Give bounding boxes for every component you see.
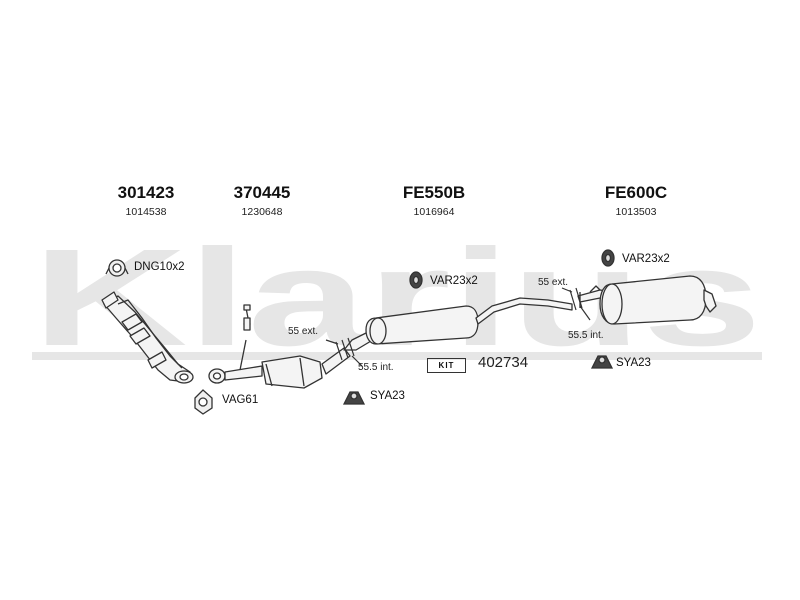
kit-badge: KIT (427, 358, 466, 373)
part-FE600C-drawing (577, 275, 717, 325)
fitting-sya-mid-label: SYA23 (370, 390, 405, 402)
fitting-dng-label: DNG10x2 (134, 261, 185, 273)
part-number-4: FE600C (604, 183, 668, 202)
front-joint-marks (335, 337, 355, 361)
front-joint-int-label: 55.5 int. (358, 362, 394, 373)
var-rear-rubber-icon (601, 249, 615, 267)
vag-gasket-icon (194, 389, 213, 415)
sya-mid-hanger-icon (342, 391, 366, 405)
rear-joint-ext-label: 55 ext. (538, 277, 569, 288)
dng-clamp-icon (105, 259, 129, 277)
part-370445-drawing (208, 304, 351, 389)
fitting-vag-label: VAG61 (222, 394, 259, 406)
front-joint-ext-label: 55 ext. (288, 326, 319, 337)
part-ref-3: 1016964 (413, 206, 455, 218)
part-ref-4: 1013503 (615, 206, 657, 218)
part-301423-drawing (101, 291, 194, 384)
fitting-var-mid-label: VAR23x2 (430, 275, 478, 287)
sya-rear-hanger-icon (590, 355, 614, 369)
fitting-var-rear-label: VAR23x2 (622, 253, 670, 265)
watermark-underline (32, 352, 762, 360)
part-number-3: FE550B (402, 183, 466, 202)
part-ref-2: 1230648 (241, 206, 283, 218)
part-FE550B-drawing (343, 297, 573, 351)
rear-joint-marks (569, 287, 583, 311)
part-number-1: 301423 (117, 183, 175, 202)
var-mid-rubber-icon (409, 271, 423, 289)
part-ref-1: 1014538 (125, 206, 167, 218)
fitting-sya-rear-label: SYA23 (616, 357, 651, 369)
kit-number: 402734 (478, 354, 529, 371)
part-number-2: 370445 (233, 183, 291, 202)
rear-joint-int-label: 55.5 int. (568, 330, 604, 341)
